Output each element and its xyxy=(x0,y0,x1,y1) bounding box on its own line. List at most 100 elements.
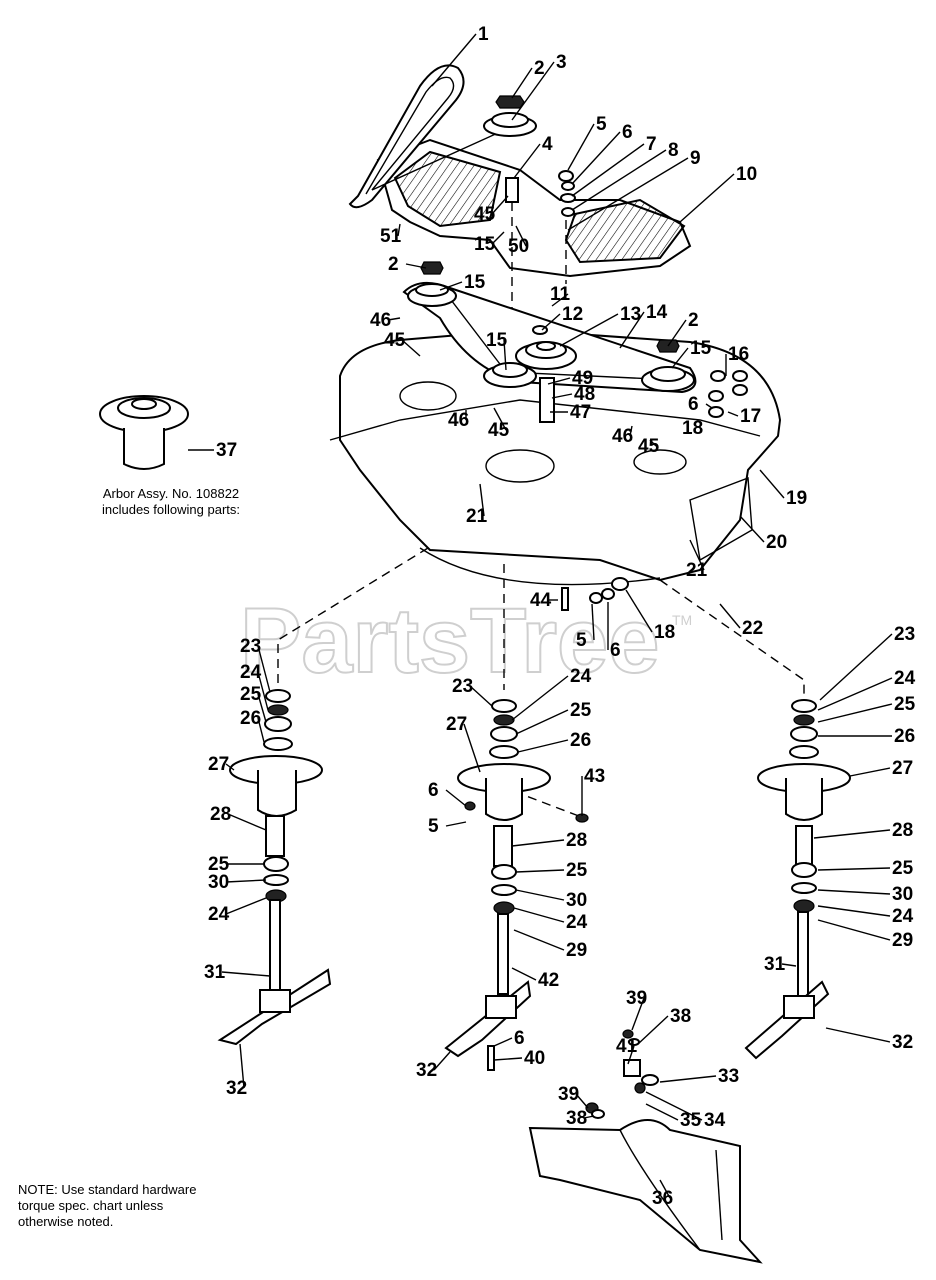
callout-leader xyxy=(689,539,705,571)
callout-9: 9 xyxy=(690,148,701,169)
callout-leader xyxy=(645,1091,703,1121)
callout-46: 46 xyxy=(370,310,391,331)
callout-leader xyxy=(515,225,527,247)
callout-26: 26 xyxy=(894,726,915,747)
spindle-center xyxy=(444,699,589,1071)
callout-leader xyxy=(445,821,467,827)
callout-leader xyxy=(659,1075,717,1083)
callout-6: 6 xyxy=(610,640,621,661)
callout-leader xyxy=(515,709,569,735)
callout-leader xyxy=(659,1179,671,1199)
hardware-16-17 xyxy=(708,370,748,418)
callout-leader xyxy=(515,869,565,873)
callout-leader xyxy=(493,407,507,431)
callout-23: 23 xyxy=(240,636,261,657)
callout-leader xyxy=(819,633,893,701)
callout-32: 32 xyxy=(226,1078,247,1099)
callout-leader xyxy=(541,313,561,331)
callout-leader xyxy=(511,839,565,847)
callout-25: 25 xyxy=(894,694,916,715)
callout-leader xyxy=(567,157,689,231)
callout-31: 31 xyxy=(764,954,786,975)
callout-leader xyxy=(503,339,507,371)
callout-35: 35 xyxy=(680,1110,702,1131)
callout-28: 28 xyxy=(210,804,231,825)
callout-leader xyxy=(551,293,569,307)
callout-15: 15 xyxy=(474,234,496,255)
callout-27: 27 xyxy=(208,754,229,775)
callout-leader xyxy=(517,739,569,753)
callout-30: 30 xyxy=(208,872,229,893)
callout-26: 26 xyxy=(240,708,261,729)
callout-leader xyxy=(221,971,271,977)
callout-leader xyxy=(645,1103,679,1121)
callout-leader xyxy=(631,997,645,1031)
callout-leader xyxy=(849,767,891,777)
callout-24: 24 xyxy=(892,906,914,927)
callout-leader xyxy=(571,131,621,185)
callout-19: 19 xyxy=(786,488,807,509)
callout-leader xyxy=(813,829,891,839)
callout-leader xyxy=(515,889,565,901)
callout-2: 2 xyxy=(534,58,545,79)
callout-24: 24 xyxy=(240,662,262,683)
callout-leader xyxy=(559,313,619,347)
callout-6: 6 xyxy=(514,1028,525,1049)
callout-47: 47 xyxy=(570,402,591,423)
torque-note-line-3: otherwise noted. xyxy=(18,1214,114,1229)
callout-46: 46 xyxy=(448,410,469,431)
callout-leader xyxy=(667,319,687,347)
callout-27: 27 xyxy=(892,758,913,779)
callout-leader xyxy=(405,263,427,269)
callout-leader xyxy=(719,603,741,629)
top-pulley xyxy=(483,95,537,137)
callout-40: 40 xyxy=(524,1048,545,1069)
callout-leader xyxy=(225,763,235,771)
callout-24: 24 xyxy=(570,666,592,687)
callout-21: 21 xyxy=(686,560,708,581)
callout-32: 32 xyxy=(416,1060,437,1081)
callout-13: 13 xyxy=(620,304,641,325)
callout-45: 45 xyxy=(474,204,496,225)
callout-45: 45 xyxy=(384,330,406,351)
callout-leader xyxy=(619,311,645,349)
callout-32: 32 xyxy=(892,1032,913,1053)
spindle-left xyxy=(217,689,332,1046)
callout-39: 39 xyxy=(626,988,647,1009)
callout-leader xyxy=(491,195,509,215)
callout-31: 31 xyxy=(204,962,226,983)
callout-leader xyxy=(511,61,555,121)
callout-30: 30 xyxy=(892,884,913,905)
callout-leader xyxy=(493,1057,523,1061)
callout-leader xyxy=(469,685,493,707)
callout-leader xyxy=(705,403,713,409)
callout-leader xyxy=(257,645,271,693)
callout-39: 39 xyxy=(558,1084,579,1105)
callout-20: 20 xyxy=(766,532,787,553)
callout-24: 24 xyxy=(208,904,230,925)
discharge-chute xyxy=(528,1029,763,1264)
callout-leader xyxy=(257,693,267,723)
callout-leader xyxy=(439,281,463,291)
callout-leader xyxy=(257,717,265,743)
callout-leader xyxy=(817,867,891,871)
callout-25: 25 xyxy=(566,860,588,881)
callout-21: 21 xyxy=(466,506,488,527)
callout-6: 6 xyxy=(428,780,439,801)
callout-leader xyxy=(759,469,785,499)
callout-leader xyxy=(511,967,537,981)
callout-leader xyxy=(547,377,571,385)
callout-45: 45 xyxy=(488,420,510,441)
idler-pulley-13 xyxy=(515,325,577,423)
cover-hardware xyxy=(558,170,576,284)
callout-leader xyxy=(817,677,893,711)
callout-38: 38 xyxy=(566,1108,587,1129)
callout-leader xyxy=(511,67,533,99)
callout-2: 2 xyxy=(688,310,699,331)
callout-30: 30 xyxy=(566,890,587,911)
callout-11: 11 xyxy=(550,284,571,305)
callout-leader xyxy=(551,393,573,399)
arbor-assy-note: Arbor Assy. No. 108822 includes followin… xyxy=(86,486,256,518)
callout-leader xyxy=(671,347,689,369)
